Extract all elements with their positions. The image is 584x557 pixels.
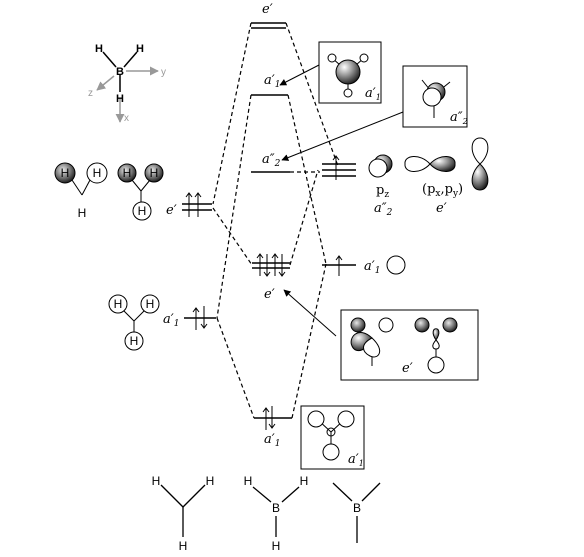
- salc-h-label: H: [61, 166, 70, 180]
- ligand-e-salc-2: H H H: [117, 163, 164, 221]
- b-atom-label: B: [353, 501, 361, 515]
- boron-a2-label: a″2: [374, 201, 393, 218]
- salc-h-label: H: [78, 206, 87, 220]
- arrow-a1-star: [279, 64, 320, 86]
- axis-y-label: y: [161, 67, 166, 78]
- axes-boron-label: B: [116, 66, 124, 78]
- callout-a2-label: a″2: [450, 110, 468, 126]
- structure-b-fragment: B: [332, 482, 381, 543]
- callout-e: e′: [340, 309, 479, 381]
- mo-e-star-label: e′: [262, 2, 273, 17]
- boron-py-orbital-icon: [471, 137, 489, 191]
- mo-e-bonding-level: [252, 253, 290, 277]
- boron-pz-label: pz: [376, 183, 389, 200]
- h-atom-label: H: [300, 474, 309, 488]
- boron-pz-orbital-icon: [368, 154, 393, 178]
- boron-e-label: e′: [436, 201, 447, 216]
- structure-h3-fragment: H H H: [152, 474, 215, 553]
- salc-h-label: H: [93, 166, 102, 180]
- ligand-a1-salc: H H H: [108, 294, 160, 351]
- mo-a1-star-label: a′1: [264, 73, 280, 90]
- correlation-lines: [212, 22, 339, 419]
- h-atom-label: H: [244, 474, 253, 488]
- axes-h3-label: H: [116, 93, 124, 105]
- arrow-a2: [281, 111, 404, 161]
- ligand-e-salc-1: H H H: [54, 162, 108, 220]
- boron-s-orbital-icon: [386, 255, 406, 275]
- callout-e-label: e′: [402, 361, 413, 376]
- mo-a2-label: a″2: [262, 152, 281, 169]
- axis-x-label: x: [124, 113, 129, 124]
- ligand-e-label: e′: [166, 203, 177, 218]
- salc-h-label: H: [130, 334, 139, 348]
- salc-h-label: H: [123, 166, 132, 180]
- callout-a1-star: a′1: [318, 41, 382, 104]
- ligand-e-level: [182, 192, 212, 217]
- salc-h-label: H: [114, 297, 123, 311]
- ligand-a1-label: a′1: [163, 312, 179, 329]
- mo-e-bonding-label: e′: [264, 287, 275, 302]
- h-atom-label: H: [206, 474, 215, 488]
- b-atom-label: B: [272, 501, 280, 515]
- mo-a1-bonding-label: a′1: [264, 432, 280, 449]
- boron-p-level: [322, 155, 356, 180]
- salc-h-label: H: [146, 297, 155, 311]
- arrow-e: [283, 289, 337, 337]
- callout-a1-star-label: a′1: [365, 86, 381, 102]
- h-atom-label: H: [152, 474, 161, 488]
- axis-z-label: z: [88, 88, 93, 99]
- callout-a1-label: a′1: [348, 452, 364, 468]
- mo-e-star-level: [251, 22, 286, 29]
- structure-bh3: H H B H: [244, 474, 309, 553]
- callout-a2: a″2: [402, 65, 468, 128]
- mo-a1-bonding-level: [254, 406, 292, 430]
- ligand-a1-level: [184, 306, 216, 330]
- h-atom-label: H: [272, 539, 281, 553]
- axes-h1-label: H: [95, 43, 103, 55]
- boron-a1-label: a′1: [364, 259, 380, 276]
- axes-inset: B H H H y z x: [88, 43, 166, 124]
- salc-h-label: H: [138, 204, 147, 218]
- boron-s-level: [322, 255, 356, 276]
- h-atom-label: H: [179, 539, 188, 553]
- boron-px-orbital-icon: [404, 156, 456, 172]
- salc-h-label: H: [150, 166, 159, 180]
- axes-h2-label: H: [136, 43, 144, 55]
- boron-pxpy-label: (px,py): [422, 182, 463, 199]
- callout-a1: a′1: [300, 405, 365, 470]
